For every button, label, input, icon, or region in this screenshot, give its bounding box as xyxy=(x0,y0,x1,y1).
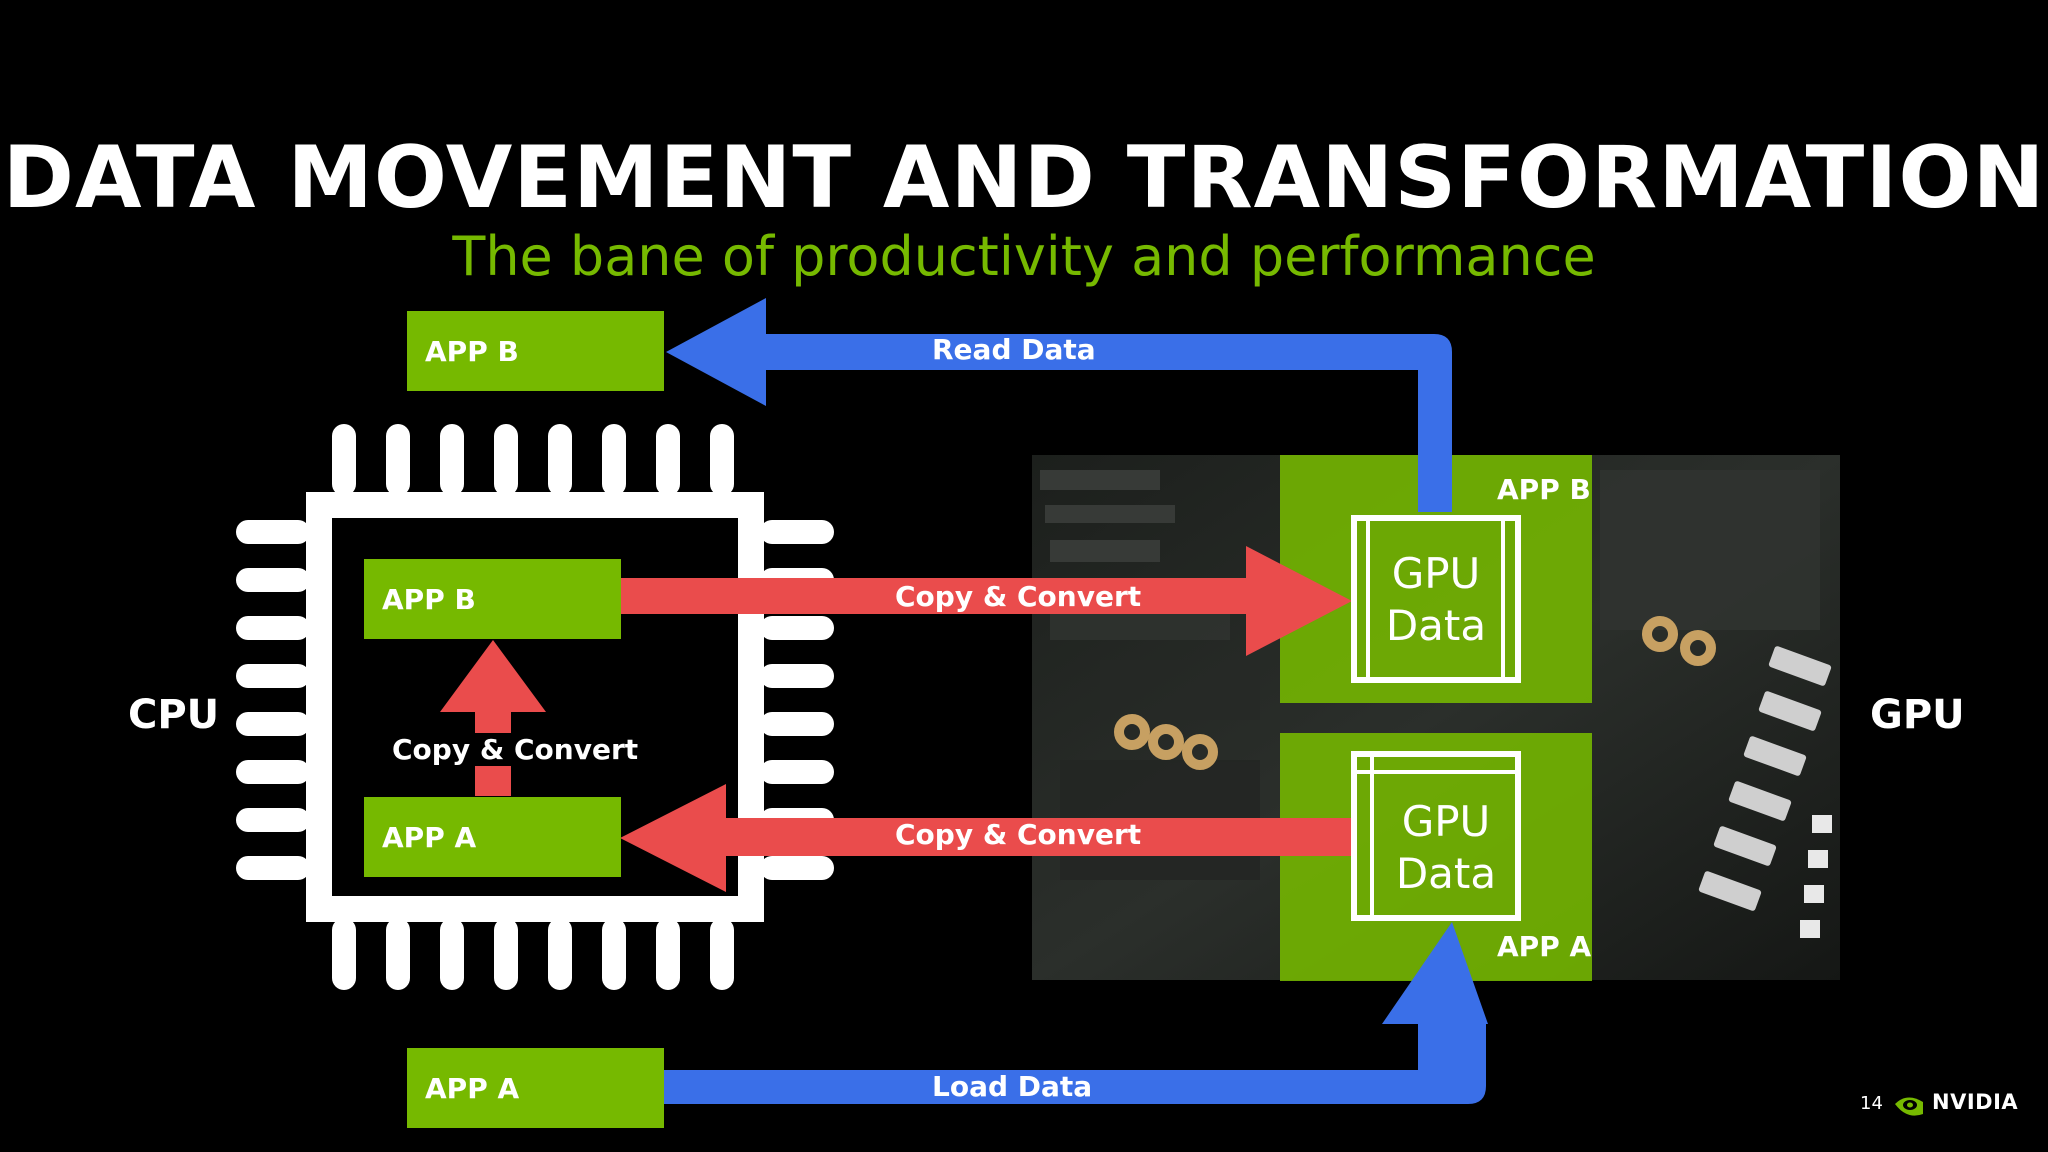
cpu-app-b-box: APP B xyxy=(364,559,621,639)
copy-convert-to-gpu-arrow xyxy=(620,546,1352,656)
gpu-data-bottom-icon xyxy=(1351,751,1521,921)
read-data-arrow xyxy=(666,298,1452,512)
gpu-data-top-text: GPU Data xyxy=(1371,548,1501,652)
gpu-data-top-icon xyxy=(1351,515,1521,683)
app-a-bottom-box: APP A xyxy=(407,1048,664,1128)
nvidia-eye-icon xyxy=(1895,1097,1923,1116)
gpu-data-top-line2: Data xyxy=(1385,601,1487,650)
load-data-arrow xyxy=(662,922,1488,1104)
gpu-app-a-label: APP A xyxy=(1497,930,1592,963)
nvidia-wordmark: NVIDIA xyxy=(1932,1090,2019,1114)
gpu-data-bottom-line1: GPU xyxy=(1401,797,1491,846)
cpu-label: CPU xyxy=(128,692,220,738)
cpu-chip-icon xyxy=(236,424,834,990)
page-number: 14 xyxy=(1860,1093,1883,1114)
gpu-label: GPU xyxy=(1870,692,1965,738)
cpu-app-a-box: APP A xyxy=(364,797,621,877)
gpu-data-bottom-text: GPU Data xyxy=(1381,796,1511,900)
load-data-label: Load Data xyxy=(932,1070,1093,1103)
copy-convert-cpu-label: Copy & Convert xyxy=(388,733,643,766)
app-b-top-box: APP B xyxy=(407,311,664,391)
gpu-app-b-label: APP B xyxy=(1497,473,1591,506)
copy-convert-cpu-arrow xyxy=(440,640,546,796)
slide-title: DATA MOVEMENT AND TRANSFORMATION xyxy=(2,128,2046,228)
gpu-data-bottom-line2: Data xyxy=(1395,849,1497,898)
gpu-app-a-panel xyxy=(1280,733,1592,981)
copy-convert-from-gpu-label: Copy & Convert xyxy=(895,818,1142,851)
nvidia-logo: NVIDIA xyxy=(1928,1090,2018,1114)
slide-subtitle: The bane of productivity and performance xyxy=(452,225,1596,288)
copy-convert-to-gpu-label: Copy & Convert xyxy=(895,580,1142,613)
read-data-label: Read Data xyxy=(932,333,1096,366)
gpu-data-top-line1: GPU xyxy=(1391,549,1481,598)
copy-convert-from-gpu-arrow xyxy=(620,784,1352,892)
